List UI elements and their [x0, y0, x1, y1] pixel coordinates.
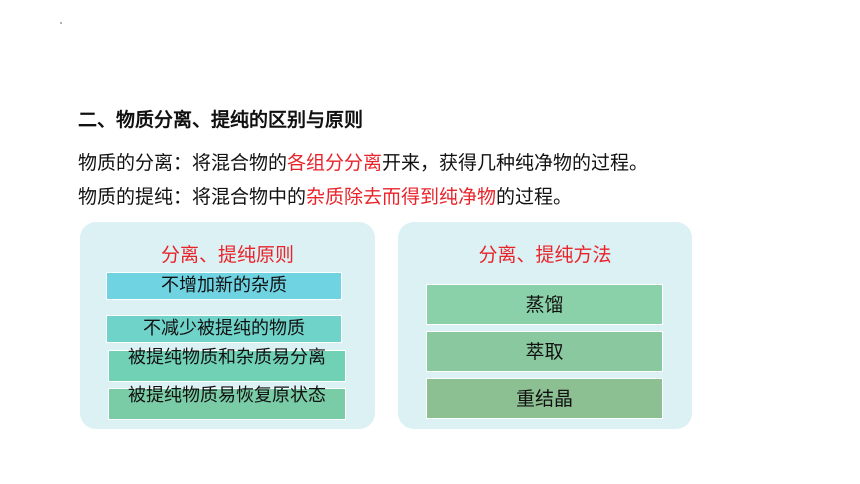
- principle-item-1: 不增加新的杂质: [106, 272, 342, 300]
- purification-highlight: 杂质除去而得到纯净物: [306, 186, 497, 208]
- principle-item-4-text: 被提纯物质易恢复原状态: [128, 385, 326, 406]
- principle-item-3: 被提纯物质和杂质易分离: [108, 347, 346, 382]
- slide-dot: [60, 22, 62, 24]
- purification-suffix: 的过程。: [496, 186, 573, 208]
- principle-item-4: 被提纯物质易恢复原状态: [108, 385, 346, 420]
- methods-panel: 分离、提纯方法 蒸馏 萃取 重结晶: [398, 222, 692, 429]
- purification-prefix: 物质的提纯：将混合物中的: [78, 186, 307, 208]
- method-recrystallization: 重结晶: [426, 378, 663, 419]
- purification-definition: 物质的提纯：将混合物中的杂质除去而得到纯净物的过程。: [78, 182, 572, 209]
- separation-highlight: 各组分分离: [287, 152, 383, 174]
- method-distillation: 蒸馏: [426, 284, 663, 325]
- principles-title: 分离、提纯原则: [160, 244, 294, 266]
- principles-panel: 分离、提纯原则 不增加新的杂质 不减少被提纯的物质 被提纯物质和杂质易分离 被提…: [80, 222, 375, 429]
- methods-title: 分离、提纯方法: [478, 244, 612, 266]
- section-heading: 二、物质分离、提纯的区别与原则: [78, 109, 364, 131]
- separation-prefix: 物质的分离：将混合物的: [78, 152, 288, 174]
- separation-definition: 物质的分离：将混合物的各组分分离开来，获得几种纯净物的过程。: [78, 148, 648, 175]
- method-extraction: 萃取: [426, 331, 663, 372]
- principle-item-3-text: 被提纯物质和杂质易分离: [128, 347, 326, 368]
- principle-item-2: 不减少被提纯的物质: [106, 315, 342, 343]
- separation-suffix: 开来，获得几种纯净物的过程。: [382, 152, 649, 174]
